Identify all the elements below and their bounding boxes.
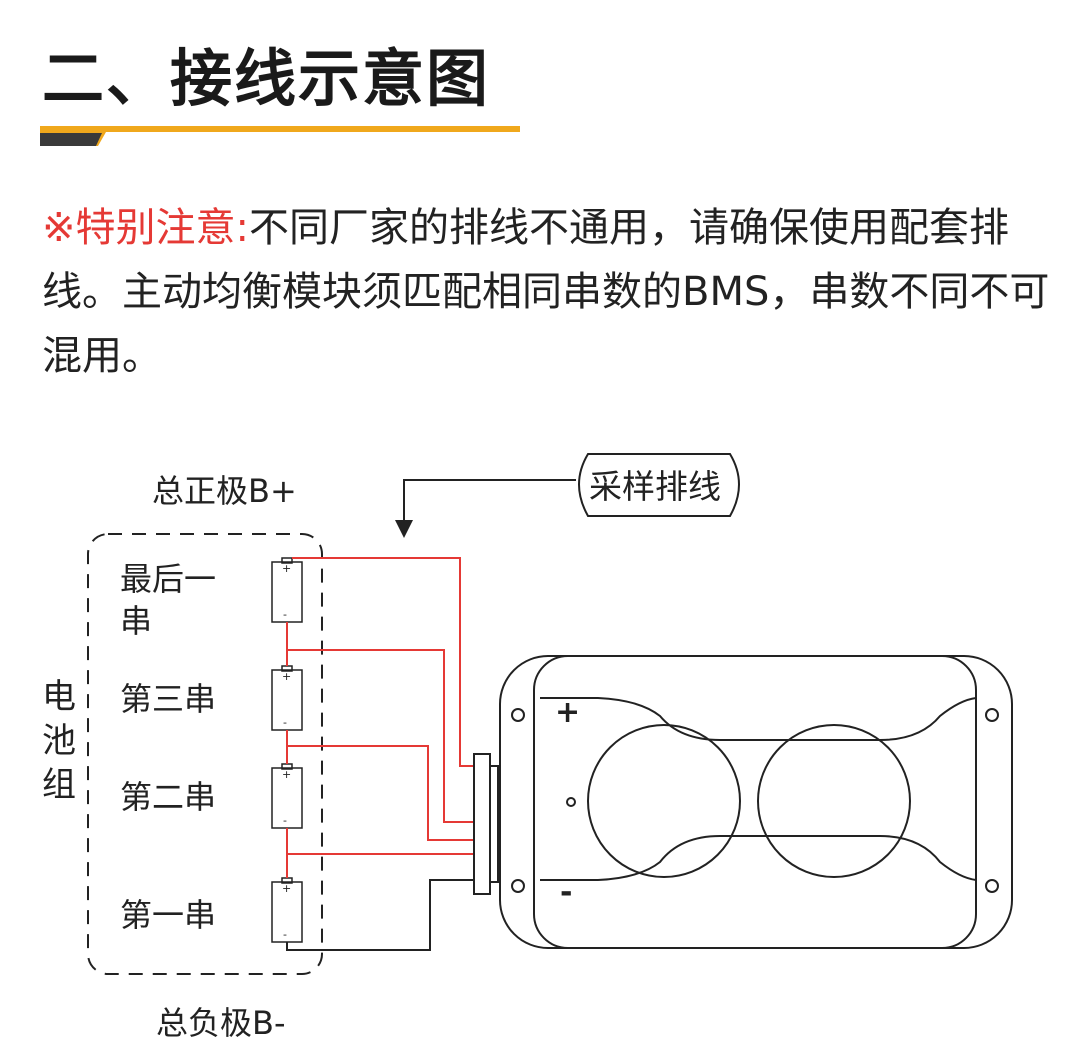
battery-cell-last: + - xyxy=(271,557,303,623)
svg-text:-: - xyxy=(283,608,287,621)
battery-pack-label-2: 池 xyxy=(42,721,76,761)
svg-text:+: + xyxy=(282,882,291,895)
device-plus-label: + xyxy=(555,695,580,730)
cell-label-last-2: 串 xyxy=(120,602,152,640)
page-title: 二、接线示意图 xyxy=(42,42,491,115)
warning-note: ※特别注意:不同厂家的排线不通用，请确保使用配套排线。主动均衡模块须匹配相同串数… xyxy=(42,196,1052,388)
battery-cell-second: + - xyxy=(271,763,303,829)
svg-text:+: + xyxy=(282,670,291,683)
cable-label: 采样排线 xyxy=(589,467,721,506)
connector-plug xyxy=(473,753,491,895)
cable-label-bubble xyxy=(578,453,740,517)
warning-text: 不同厂家的排线不通用，请确保使用配套排线。主动均衡模块须匹配相同串数的BMS，串… xyxy=(42,205,1050,379)
cell-label-last: 最后一 xyxy=(120,560,216,598)
cell-label-third: 第三串 xyxy=(120,680,216,718)
cell-label-second: 第二串 xyxy=(120,778,216,816)
battery-cell-third: + - xyxy=(271,665,303,731)
cable-pointer-line xyxy=(403,479,576,522)
svg-text:-: - xyxy=(283,716,287,729)
svg-text:+: + xyxy=(282,562,291,575)
battery-pack-outline xyxy=(87,533,323,975)
svg-text:+: + xyxy=(282,768,291,781)
battery-pack-label-1: 电 xyxy=(42,677,76,717)
positive-terminal-label: 总正极B+ xyxy=(152,472,297,510)
title-underline xyxy=(40,126,520,146)
svg-text:-: - xyxy=(283,928,287,941)
cable-pointer-arrow xyxy=(395,520,413,538)
battery-pack-label-3: 组 xyxy=(42,765,76,805)
negative-terminal-label: 总负极B- xyxy=(156,1004,286,1042)
negative-wire xyxy=(286,879,474,951)
balancer-module xyxy=(499,655,1013,949)
device-minus-label: - xyxy=(560,875,572,910)
svg-text:-: - xyxy=(283,814,287,827)
battery-cell-first: + - xyxy=(271,877,303,943)
sampling-wires xyxy=(287,557,474,855)
warning-label: ※特别注意: xyxy=(42,205,249,251)
cell-label-first: 第一串 xyxy=(120,896,216,934)
